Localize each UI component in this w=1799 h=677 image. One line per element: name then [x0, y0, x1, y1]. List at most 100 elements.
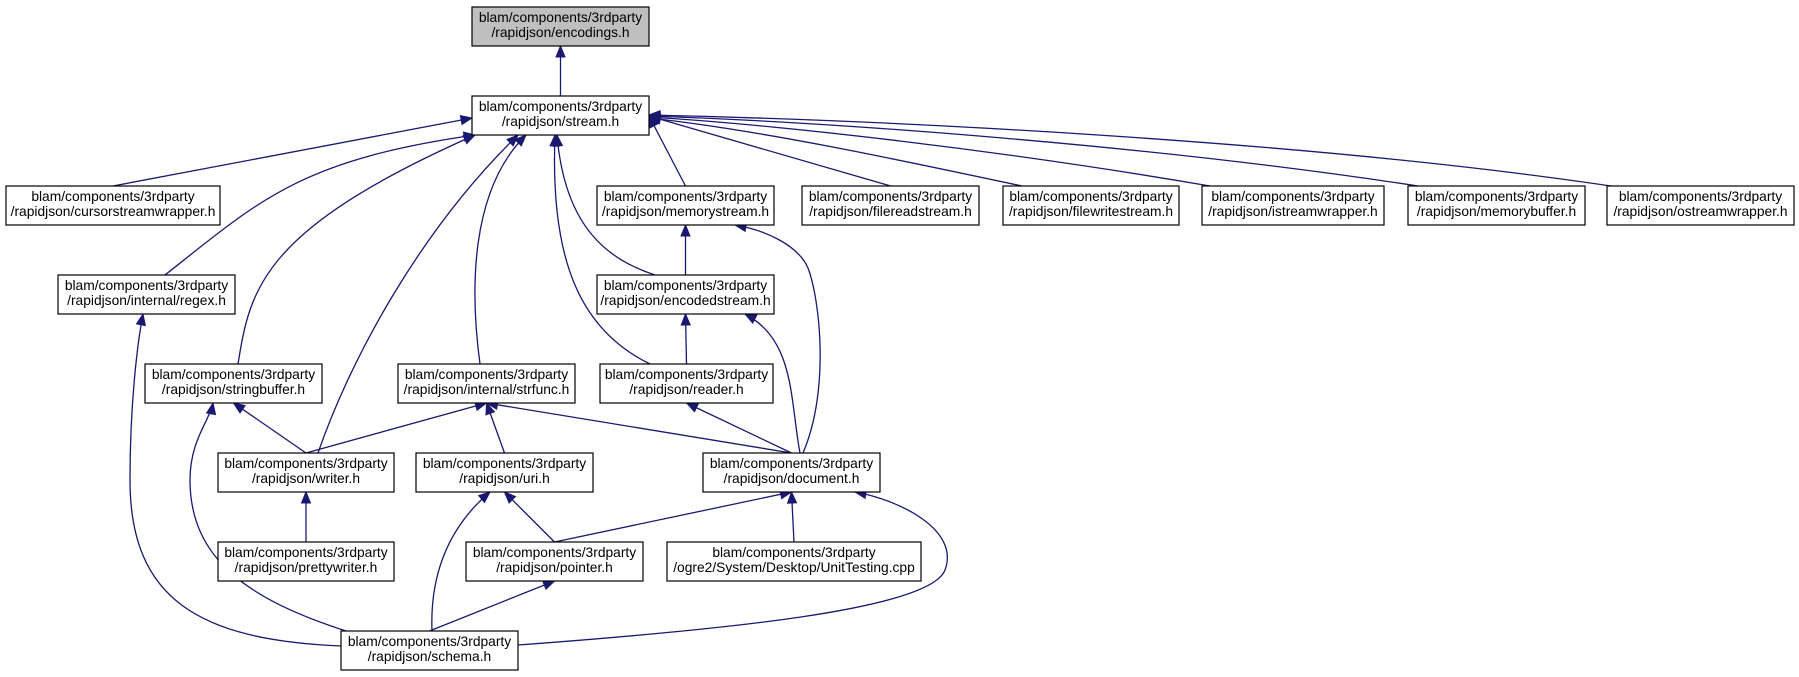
node-stringbuffer[interactable]: blam/components/3rdparty/rapidjson/strin… — [144, 363, 323, 404]
node-schema[interactable]: blam/components/3rdparty/rapidjson/schem… — [340, 630, 519, 671]
node-label-line1: blam/components/3rdparty — [1009, 189, 1172, 204]
edge-line — [686, 402, 792, 454]
node-label-line1: blam/components/3rdparty — [224, 456, 387, 471]
node-label-line2: /rapidjson/uri.h — [459, 471, 550, 486]
node-label-line2: /rapidjson/encodedstream.h — [600, 293, 770, 308]
arrowhead — [462, 134, 477, 145]
edge-line — [431, 491, 491, 632]
arrowhead — [232, 402, 246, 414]
node-label-line2: /rapidjson/memorystream.h — [602, 204, 769, 219]
node-unittesting[interactable]: blam/components/3rdparty/ogre2/System/De… — [666, 541, 922, 582]
edge-line — [734, 224, 821, 454]
edge-ostreamwrapper-to-stream — [647, 110, 1612, 187]
edge-line — [648, 115, 891, 187]
node-label-line1: blam/components/3rdparty — [473, 545, 636, 560]
node-box — [144, 363, 323, 404]
edge-strfunc-to-stream — [474, 134, 527, 365]
node-label-line2: /ogre2/System/Desktop/UnitTesting.cpp — [673, 560, 915, 575]
node-box — [596, 185, 775, 226]
node-uri[interactable]: blam/components/3rdparty/rapidjson/uri.h — [415, 452, 594, 493]
edge-schema-to-regex — [129, 312, 342, 647]
arrowhead — [459, 114, 474, 126]
node-encodings: blam/components/3rdparty/rapidjson/encod… — [471, 6, 650, 47]
node-label-line1: blam/components/3rdparty — [348, 634, 511, 649]
node-label-line2: /rapidjson/ostreamwrapper.h — [1613, 204, 1787, 219]
edge-line — [129, 313, 342, 647]
node-label-line2: /rapidjson/schema.h — [368, 649, 491, 664]
node-reader[interactable]: blam/components/3rdparty/rapidjson/reade… — [599, 363, 774, 404]
node-label-line1: blam/components/3rdparty — [605, 367, 768, 382]
node-box — [666, 541, 922, 582]
node-label-line1: blam/components/3rdparty — [712, 545, 875, 560]
edge-pointer-to-document — [554, 489, 793, 543]
arrowhead — [743, 313, 758, 324]
arrowhead — [477, 491, 492, 504]
node-label-line2: /rapidjson/stream.h — [502, 114, 619, 129]
node-label-line2: /rapidjson/encodings.h — [491, 25, 629, 40]
node-box — [1606, 185, 1795, 226]
edge-line — [429, 580, 555, 632]
node-pointer[interactable]: blam/components/3rdparty/rapidjson/point… — [465, 541, 644, 582]
edge-line — [648, 117, 1023, 187]
node-document[interactable]: blam/components/3rdparty/rapidjson/docum… — [702, 452, 881, 493]
node-memorybuffer[interactable]: blam/components/3rdparty/rapidjson/memor… — [1407, 185, 1586, 226]
node-label-line1: blam/components/3rdparty — [1211, 189, 1374, 204]
edge-memorystream-to-stream — [648, 114, 687, 187]
node-encodedstream[interactable]: blam/components/3rdparty/rapidjson/encod… — [596, 274, 775, 315]
node-label-line2: /rapidjson/reader.h — [629, 382, 743, 397]
node-box — [599, 363, 774, 404]
node-strfunc[interactable]: blam/components/3rdparty/rapidjson/inter… — [397, 363, 576, 404]
edge-schema-to-pointer — [429, 580, 556, 632]
arrowhead — [514, 134, 527, 147]
node-label-line1: blam/components/3rdparty — [1415, 189, 1578, 204]
node-label-line2: /rapidjson/document.h — [724, 471, 860, 486]
edge-writer-to-stringbuffer — [232, 402, 307, 454]
node-label-line1: blam/components/3rdparty — [604, 278, 767, 293]
node-box — [217, 541, 395, 582]
edge-line — [486, 402, 792, 454]
node-memorystream[interactable]: blam/components/3rdparty/rapidjson/memor… — [596, 185, 775, 226]
arrowhead — [786, 490, 798, 504]
node-box — [801, 185, 980, 226]
node-ostreamwrapper[interactable]: blam/components/3rdparty/rapidjson/ostre… — [1606, 185, 1795, 226]
edge-line — [504, 491, 555, 543]
arrowhead — [647, 110, 661, 121]
node-istreamwrapper[interactable]: blam/components/3rdparty/rapidjson/istre… — [1201, 185, 1385, 226]
node-label-line1: blam/components/3rdparty — [809, 189, 972, 204]
edge-document-to-reader — [685, 402, 792, 454]
node-cursorstreamwrapper[interactable]: blam/components/3rdparty/rapidjson/curso… — [5, 185, 221, 226]
node-writer[interactable]: blam/components/3rdparty/rapidjson/write… — [217, 452, 395, 493]
node-box — [217, 452, 395, 493]
node-regex[interactable]: blam/components/3rdparty/rapidjson/inter… — [57, 274, 236, 315]
edge-reader-to-stream — [549, 133, 651, 365]
node-filewritestream[interactable]: blam/components/3rdparty/rapidjson/filew… — [1002, 185, 1180, 226]
node-box — [415, 452, 594, 493]
node-filereadstream[interactable]: blam/components/3rdparty/rapidjson/filer… — [801, 185, 980, 226]
edge-encodedstream-to-memorystream — [680, 223, 691, 275]
node-label-line2: /rapidjson/cursorstreamwrapper.h — [11, 204, 216, 219]
edge-writer-to-strfunc — [305, 401, 488, 454]
arrowhead — [300, 490, 312, 504]
arrowhead — [685, 402, 700, 413]
node-label-line2: /rapidjson/filewritestream.h — [1009, 204, 1173, 219]
node-label-line2: /rapidjson/memorybuffer.h — [1417, 204, 1576, 219]
node-stream[interactable]: blam/components/3rdparty/rapidjson/strea… — [471, 95, 650, 136]
edge-line — [237, 134, 476, 365]
node-label-line1: blam/components/3rdparty — [604, 189, 767, 204]
edge-line — [317, 134, 519, 454]
edge-document-to-memorystream — [733, 221, 821, 454]
edge-document-to-strfunc — [485, 399, 792, 454]
arrowhead — [555, 44, 566, 58]
arrowhead — [680, 312, 691, 326]
edge-line — [556, 134, 656, 276]
node-box — [397, 363, 576, 404]
node-label-line1: blam/components/3rdparty — [405, 367, 568, 382]
node-label-line2: /rapidjson/stringbuffer.h — [162, 382, 305, 397]
node-label-line1: blam/components/3rdparty — [65, 278, 228, 293]
node-prettywriter[interactable]: blam/components/3rdparty/rapidjson/prett… — [217, 541, 395, 582]
node-label-line1: blam/components/3rdparty — [1619, 189, 1782, 204]
edge-line — [744, 313, 801, 454]
edge-cursorstreamwrapper-to-stream — [112, 114, 474, 187]
edge-line — [305, 402, 487, 454]
